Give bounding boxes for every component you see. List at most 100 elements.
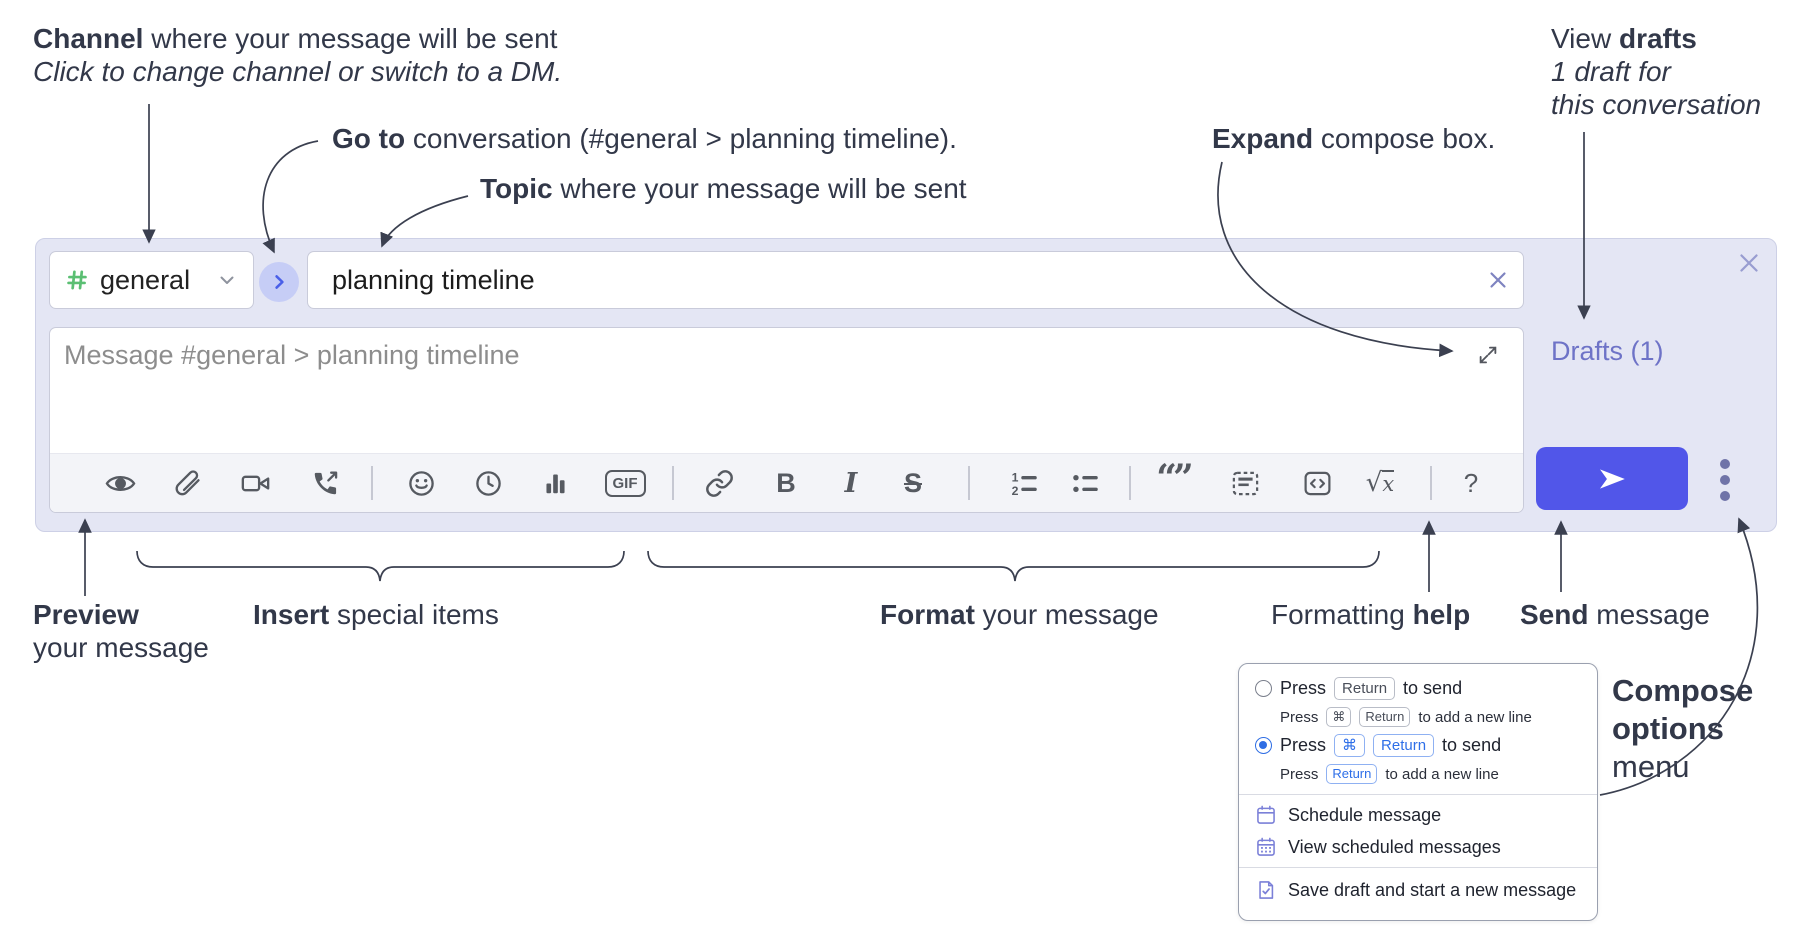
calendar-icon — [1257, 805, 1275, 824]
popup-divider — [1239, 867, 1597, 868]
expand-annotation: Expand compose box. — [1212, 123, 1496, 154]
chevron-right-icon — [275, 275, 284, 289]
preview-button[interactable] — [92, 456, 148, 510]
return-key: Return — [1359, 707, 1411, 727]
drafts-link[interactable]: Drafts (1) — [1551, 336, 1664, 366]
return-key: Return — [1373, 734, 1435, 757]
emoji-button[interactable] — [393, 456, 449, 510]
return-key: Return — [1326, 764, 1378, 784]
compose-options-menu-button[interactable] — [1707, 452, 1743, 508]
paper-plane-icon — [1600, 468, 1625, 489]
enter-to-send-option[interactable]: Press Return to send — [1255, 677, 1462, 700]
view-scheduled-messages-item[interactable]: View scheduled messages — [1255, 836, 1501, 858]
italic-icon: I — [844, 467, 858, 499]
send-annotation: Send message — [1520, 599, 1710, 630]
vertical-dots-icon — [1720, 459, 1730, 501]
eye-icon — [105, 475, 135, 491]
radio-selected-icon[interactable] — [1255, 737, 1272, 754]
chevron-down-icon — [220, 276, 234, 284]
enter-option-subtext: Press ⌘ Return to add a new line — [1280, 707, 1532, 727]
svg-text:2: 2 — [1011, 484, 1018, 498]
strikethrough-button[interactable]: S — [885, 456, 941, 510]
channel-name: general — [100, 264, 191, 295]
compose-options-annotation: Compose options menu — [1612, 673, 1754, 784]
message-area: GIF B I S 12 “” — [49, 327, 1524, 513]
paperclip-icon — [175, 469, 200, 495]
toolbar-divider — [1129, 466, 1131, 500]
insert-annotation: Insert special items — [253, 599, 499, 630]
link-icon — [705, 469, 733, 497]
bold-button[interactable]: B — [758, 456, 814, 510]
attach-file-button[interactable] — [159, 456, 215, 510]
calendar-dots-icon — [1257, 837, 1275, 856]
smiley-icon — [408, 470, 434, 496]
topic-input[interactable] — [330, 263, 1485, 297]
schedule-message-item[interactable]: Schedule message — [1255, 804, 1441, 826]
channel-hash-icon — [67, 270, 87, 290]
question-mark-icon: ? — [1463, 467, 1479, 498]
cmd-key: ⌘ — [1326, 707, 1352, 727]
goto-annotation: Go to conversation (#general > planning … — [332, 123, 957, 154]
video-camera-icon — [241, 475, 269, 491]
save-draft-item[interactable]: Save draft and start a new message — [1255, 879, 1576, 901]
brace-insert — [136, 550, 625, 582]
code-icon — [1304, 471, 1330, 495]
channel-selector[interactable]: general — [49, 251, 254, 309]
clock-icon — [475, 470, 501, 496]
toolbar-divider — [672, 466, 674, 500]
channel-annotation: Channel where your message will be sent … — [33, 23, 563, 87]
go-to-conversation-button[interactable] — [259, 262, 299, 302]
format-annotation: Format your message — [880, 599, 1159, 630]
gif-icon: GIF — [604, 469, 646, 497]
spoiler-button[interactable] — [1217, 456, 1273, 510]
toolbar-divider — [968, 466, 970, 500]
bold-icon: B — [776, 467, 796, 498]
formatting-help-button[interactable]: ? — [1443, 456, 1499, 510]
italic-button[interactable]: I — [823, 456, 879, 510]
voice-call-button[interactable] — [297, 456, 353, 510]
send-button[interactable] — [1536, 447, 1688, 510]
preview-annotation: Preview your message — [33, 599, 209, 663]
close-compose-icon[interactable] — [1734, 248, 1764, 278]
quote-icon: “” — [1156, 457, 1193, 499]
message-input[interactable] — [62, 338, 1456, 447]
bulleted-list-button[interactable] — [1057, 456, 1113, 510]
clear-topic-icon[interactable] — [1485, 267, 1511, 293]
arrow-goto — [262, 140, 319, 254]
cmd-enter-option-subtext: Press Return to add a new line — [1280, 764, 1499, 784]
poll-button[interactable] — [527, 456, 583, 510]
compose-options-popup: Press Return to send Press ⌘ Return to a… — [1238, 663, 1598, 921]
math-button[interactable]: √x — [1352, 456, 1408, 510]
time-button[interactable] — [460, 456, 516, 510]
link-button[interactable] — [691, 456, 747, 510]
return-key: Return — [1334, 677, 1396, 700]
brace-format — [647, 550, 1380, 582]
topic-field — [307, 251, 1524, 309]
popup-divider — [1239, 794, 1597, 795]
save-draft-icon — [1259, 881, 1274, 899]
expand-diagonal-icon[interactable] — [1475, 342, 1501, 368]
strikethrough-icon: S — [903, 467, 922, 498]
view-drafts-annotation: View drafts 1 draft for this conversatio… — [1551, 23, 1762, 120]
bar-chart-icon — [545, 473, 565, 493]
numbered-list-icon: 12 — [1011, 470, 1037, 498]
svg-text:1: 1 — [1011, 470, 1018, 484]
cmd-enter-to-send-option[interactable]: Press ⌘ Return to send — [1255, 734, 1501, 757]
radio-unselected-icon[interactable] — [1255, 680, 1272, 697]
toolbar-divider — [1430, 466, 1432, 500]
gif-button[interactable]: GIF — [597, 456, 653, 510]
topic-annotation: Topic where your message will be sent — [480, 173, 967, 204]
video-call-button[interactable] — [227, 456, 283, 510]
toolbar-divider — [371, 466, 373, 500]
quote-button[interactable]: “” — [1145, 456, 1201, 510]
compose-box-panel: general — [35, 238, 1777, 532]
formatting-help-annotation: Formatting help — [1271, 599, 1471, 630]
math-sqrt-icon: √x — [1365, 468, 1395, 498]
spoiler-icon — [1232, 471, 1258, 495]
phone-call-icon — [314, 470, 337, 494]
cmd-key: ⌘ — [1334, 734, 1366, 757]
code-button[interactable] — [1289, 456, 1345, 510]
